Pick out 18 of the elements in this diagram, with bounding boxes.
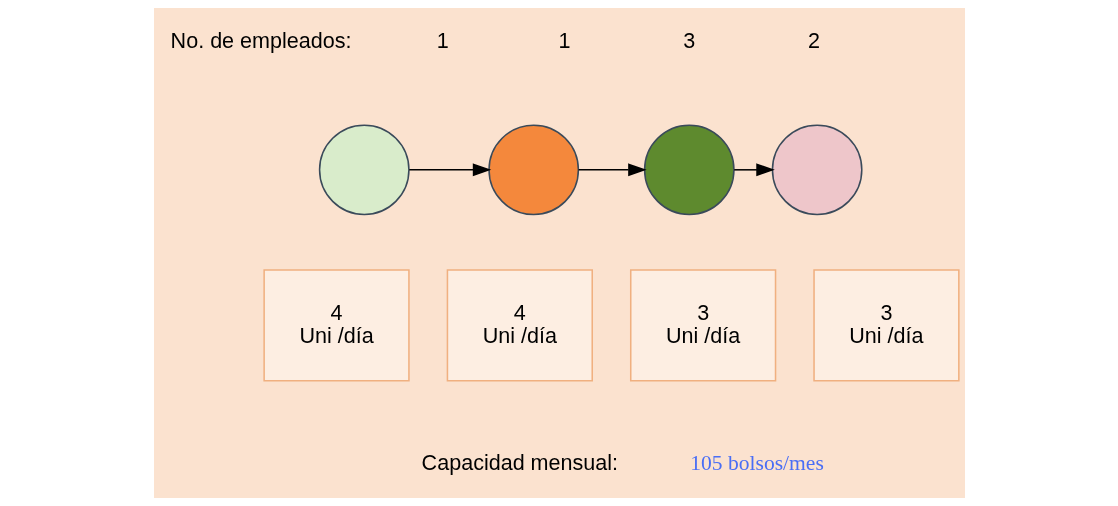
arrow [408, 163, 491, 177]
node-box: 3 Uni /día [629, 269, 776, 382]
label: 1 [436, 27, 449, 53]
node-circle [643, 124, 735, 216]
node-circle [771, 124, 863, 216]
arrow [732, 163, 775, 177]
node-box: 3 Uni /día [812, 269, 960, 382]
label: No. de empleados: [170, 27, 351, 53]
arrow [577, 163, 647, 177]
node-circle [318, 124, 410, 216]
label: 2 [807, 27, 820, 53]
label: 1 [558, 27, 570, 53]
node-box: 4 Uni /día [446, 269, 593, 382]
node-circle [487, 124, 579, 216]
node-box: 4 Uni /día [262, 269, 410, 382]
label: 105 bolsos/mes [689, 450, 824, 475]
label: 3 [682, 27, 695, 53]
label: Capacidad mensual: [421, 449, 618, 475]
